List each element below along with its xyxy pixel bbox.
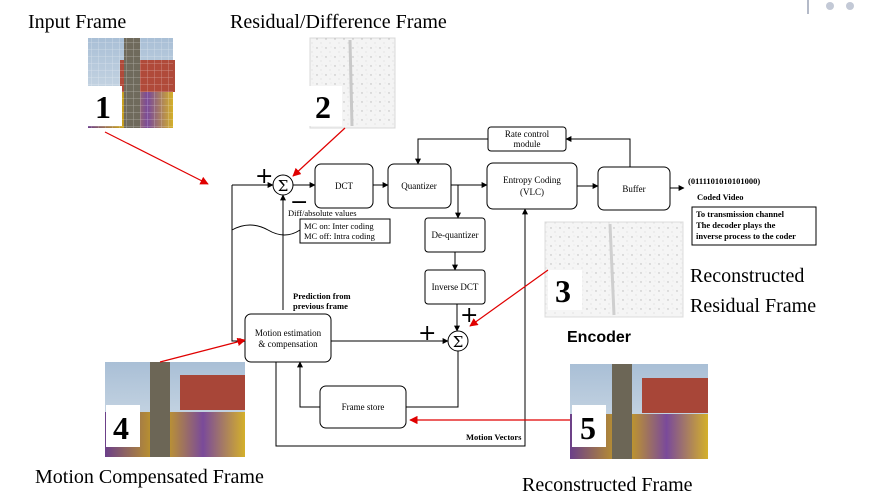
signal-paths xyxy=(231,136,685,447)
svg-text:Quantizer: Quantizer xyxy=(401,181,436,191)
svg-text:MC off: Intra coding: MC off: Intra coding xyxy=(304,231,376,241)
svg-text:inverse process to the coder: inverse process to the coder xyxy=(696,231,796,241)
marker-5: 5 xyxy=(572,405,606,447)
entropy-coding-block: Entropy Coding (VLC) xyxy=(486,162,578,210)
motion-estimation-block: Motion estimation & compensation xyxy=(244,313,332,363)
svg-text:2: 2 xyxy=(315,89,331,125)
marker-1: 1 xyxy=(88,86,122,126)
svg-text:Entropy Coding: Entropy Coding xyxy=(503,175,561,185)
quantizer-block: Quantizer xyxy=(387,163,452,209)
encoder-label: Encoder xyxy=(567,329,631,346)
svg-text:3: 3 xyxy=(555,273,571,309)
svg-text:& compensation: & compensation xyxy=(258,339,318,349)
svg-text:Frame store: Frame store xyxy=(342,402,385,412)
svg-text:Rate control: Rate control xyxy=(505,129,550,139)
svg-text:module: module xyxy=(514,139,541,149)
mc-mode-box: MC on: Inter coding MC off: Intra coding xyxy=(299,218,391,244)
svg-text:The decoder plays the: The decoder plays the xyxy=(696,220,776,230)
prediction-label-line2: previous frame xyxy=(293,301,348,311)
residual-frame-image xyxy=(309,37,396,129)
bitstream-label: (0111101010101000) xyxy=(688,176,760,186)
svg-text:1: 1 xyxy=(95,89,111,125)
minus-sign-prediction: − xyxy=(290,190,308,215)
inverse-dct-block: Inverse DCT xyxy=(424,269,486,305)
svg-text:DCT: DCT xyxy=(335,181,354,191)
svg-text:5: 5 xyxy=(580,410,596,446)
svg-text:4: 4 xyxy=(113,410,129,446)
svg-text:Motion estimation: Motion estimation xyxy=(255,328,322,338)
marker-3: 3 xyxy=(548,270,582,310)
transmission-note-box: To transmission channel The decoder play… xyxy=(691,206,817,246)
residual-frame-caption: Residual/Difference Frame xyxy=(230,11,447,33)
slide-decoration xyxy=(807,0,854,14)
reconstructed-frame-caption: Reconstructed Frame xyxy=(522,474,693,494)
diff-absolute-label: Diff/absolute values xyxy=(288,208,357,218)
svg-text:MC on: Inter coding: MC on: Inter coding xyxy=(304,221,374,231)
rate-control-block: Rate control module xyxy=(487,126,567,152)
coded-video-label: Coded Video xyxy=(697,192,744,202)
motion-compensated-frame-caption: Motion Compensated Frame xyxy=(35,466,264,488)
frame-store-block: Frame store xyxy=(319,385,407,429)
svg-text:Buffer: Buffer xyxy=(622,184,645,194)
reconstructed-residual-caption-line2: Residual Frame xyxy=(690,295,816,317)
dct-block: DCT xyxy=(314,163,374,209)
reconstructed-residual-frame-image xyxy=(544,221,684,318)
marker-4: 4 xyxy=(106,405,140,447)
buffer-block: Buffer xyxy=(597,166,671,211)
plus-sign-residual: + xyxy=(460,303,478,328)
frame-pointer-arrows xyxy=(104,127,570,425)
marker-2: 2 xyxy=(308,86,342,126)
svg-text:Σ: Σ xyxy=(453,333,464,351)
svg-text:Σ: Σ xyxy=(278,177,289,195)
motion-vectors-label: Motion Vectors xyxy=(466,432,522,442)
svg-text:To transmission channel: To transmission channel xyxy=(696,209,785,219)
reconstructed-residual-caption-line1: Reconstructed xyxy=(690,265,804,287)
prediction-label-line1: Prediction from xyxy=(293,291,351,301)
plus-sign-prediction: + xyxy=(418,321,436,346)
svg-text:(VLC): (VLC) xyxy=(520,187,544,197)
input-frame-caption: Input Frame xyxy=(28,11,126,33)
adder-node: Σ xyxy=(447,330,469,352)
dequantizer-block: De-quantizer xyxy=(424,217,486,253)
svg-text:Inverse DCT: Inverse DCT xyxy=(432,282,479,292)
svg-text:De-quantizer: De-quantizer xyxy=(432,230,479,240)
